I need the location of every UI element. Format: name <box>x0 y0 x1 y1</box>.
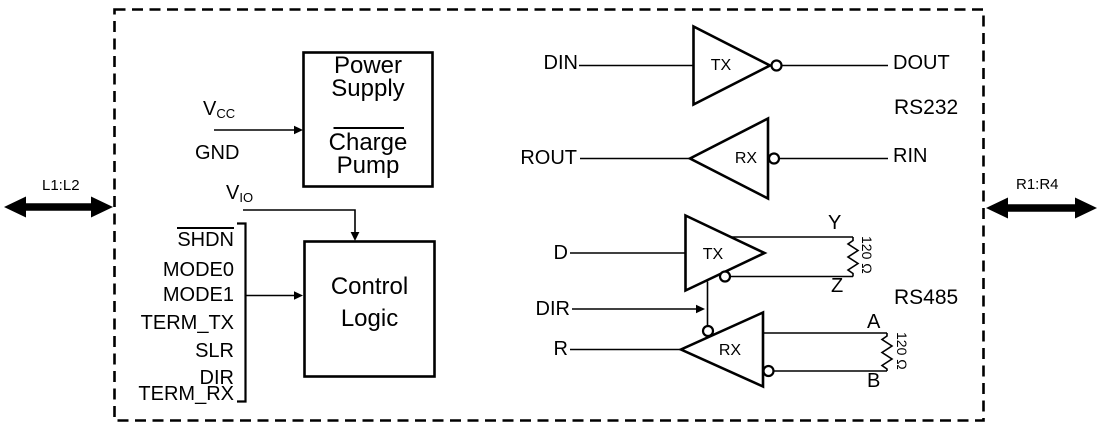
rs232-rx-text: RX <box>734 150 758 167</box>
right-port-double-arrow <box>986 197 1097 219</box>
signal-bus-arrowhead <box>294 291 303 300</box>
dir-input-label: DIR <box>535 298 570 320</box>
vcc-arrowhead <box>294 125 303 135</box>
rs232-section-label: RS232 <box>894 96 959 119</box>
yz-termination-resistor <box>846 237 860 277</box>
rs485-section-label: RS485 <box>894 286 959 309</box>
control-logic-box-outline <box>303 240 436 378</box>
vcc-pin-label: VCC <box>203 99 235 124</box>
rs485-rx-triangle <box>677 310 765 389</box>
rs485-tx-text: TX <box>702 246 724 263</box>
ab-termination-resistor <box>880 333 894 371</box>
dout-pin-label: DOUT <box>893 52 950 74</box>
right-ratio-label: R1:R4 <box>1016 175 1059 193</box>
vcc-subscript: CC <box>216 106 236 121</box>
shdn-pin-label: SHDN <box>177 227 234 250</box>
din-pin-label: DIN <box>543 52 578 74</box>
term-tx-pin-label: TERM_TX <box>140 311 234 334</box>
rs232-tx-invert-bubble <box>770 59 783 72</box>
power-box-line3: Charge <box>328 129 408 156</box>
rin-pin-label: RIN <box>893 145 928 167</box>
rs232-tx-text: TX <box>710 57 732 74</box>
vcc-base: V <box>203 98 217 120</box>
vio-base: V <box>226 182 240 204</box>
control-box-line2: Logic <box>340 305 399 332</box>
rs232-tx-triangle <box>692 24 773 107</box>
a-pin-label: A <box>867 311 881 333</box>
ic-boundary <box>113 8 985 422</box>
r-pin-label: R <box>553 338 568 360</box>
z-pin-label: Z <box>831 275 844 297</box>
gnd-pin-label: GND <box>195 142 240 164</box>
rout-pin-label: ROUT <box>520 147 577 169</box>
ab-resistor-value-label: 120 Ω <box>894 332 910 370</box>
power-box-line4: Pump <box>336 152 400 179</box>
mode0-pin-label: MODE0 <box>162 258 234 281</box>
d-pin-label: D <box>553 242 568 264</box>
vio-arrowhead <box>350 232 360 241</box>
slr-pin-label: SLR <box>195 339 234 362</box>
dir-pin-label: DIR <box>199 366 234 389</box>
b-pin-label: B <box>867 370 881 392</box>
mode1-pin-label: MODE1 <box>162 283 234 306</box>
vio-subscript: IO <box>239 190 254 205</box>
power-box-line1: Power <box>333 52 403 79</box>
dir-arrowhead <box>696 304 705 314</box>
signal-bracket <box>237 222 247 403</box>
term-rx-pin-label: TERM_RX <box>138 382 234 405</box>
yz-resistor-value-label: 120 Ω <box>859 236 875 274</box>
rs485-rx-enable-bubble <box>701 324 715 338</box>
vio-pin-label: VIO <box>226 183 253 208</box>
power-supply-box-outline <box>302 51 434 188</box>
vio-wire <box>243 209 356 233</box>
power-box-line2: Supply <box>331 75 405 102</box>
rs485-rx-text: RX <box>718 342 742 359</box>
control-box-line1: Control <box>330 273 409 300</box>
b-invert-bubble <box>762 364 775 378</box>
rs232-rx-invert-bubble <box>767 152 781 165</box>
left-port-double-arrow <box>4 196 113 218</box>
z-invert-bubble <box>718 270 732 283</box>
y-pin-label: Y <box>828 212 842 234</box>
left-ratio-label: L1:L2 <box>42 177 80 194</box>
shdn-overlined-text: SHDN <box>177 227 234 251</box>
